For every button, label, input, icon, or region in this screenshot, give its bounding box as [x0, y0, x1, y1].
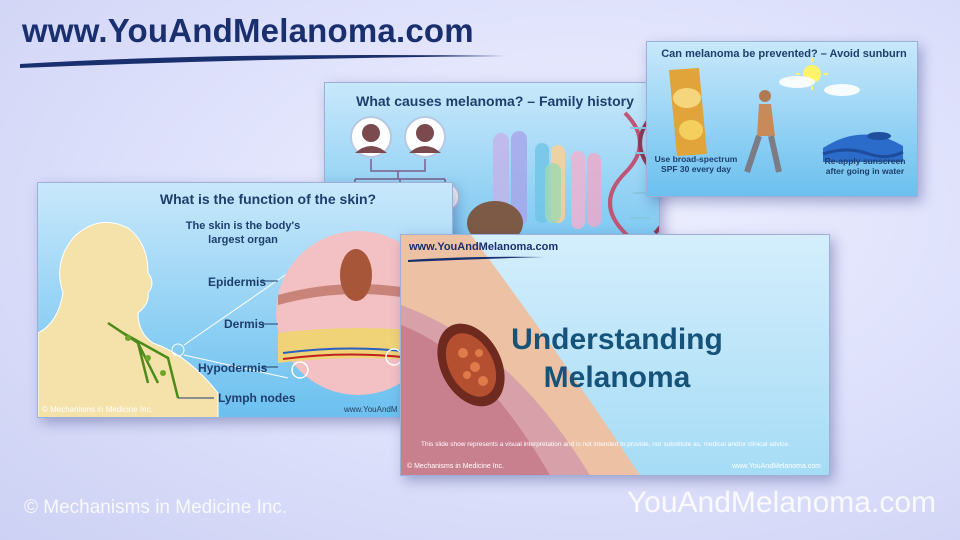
main-site: www.YouAndMelanoma.com [732, 463, 821, 470]
main-title-line1: Understanding [511, 323, 723, 356]
main-url-swoosh [408, 256, 545, 262]
slide-main-title-card[interactable]: www.YouAndMelanoma.com Understanding Mel… [400, 234, 830, 476]
slide-prevention-thumbnail[interactable]: Can melanoma be prevented? – Avoid sunbu… [646, 41, 918, 197]
main-slide-title: Understanding Melanoma [487, 321, 747, 397]
header-url: www.YouAndMelanoma.com [22, 12, 474, 49]
label-hypodermis: Hypodermis [198, 361, 268, 375]
label-dermis: Dermis [224, 317, 265, 331]
skin-site: www.YouAndM [344, 405, 398, 414]
melanoma-cross-section-illustration [401, 235, 640, 475]
skin-copyright: © Mechanisms in Medicine Inc. [42, 405, 153, 414]
main-copyright: © Mechanisms in Medicine Inc. [407, 463, 504, 470]
skin-anatomy-illustration [38, 221, 440, 417]
header-swoosh [20, 55, 506, 68]
site-header: www.YouAndMelanoma.com [20, 12, 506, 68]
slide-causes-title: What causes melanoma? – Family history [356, 93, 634, 109]
main-title-line2: Melanoma [543, 361, 691, 394]
label-epidermis: Epidermis [208, 275, 267, 289]
footer-brand: YouAndMelanoma.com [626, 486, 936, 519]
sun-safety-illustration [669, 58, 904, 173]
slide-skin-subtitle: The skin is the body's largest organ [185, 220, 301, 246]
main-disclaimer: This slide show represents a visual inte… [421, 441, 790, 448]
slide-skin-thumbnail[interactable]: What is the function of the skin? The sk… [37, 182, 453, 418]
slide-skin-title: What is the function of the skin? [159, 191, 377, 207]
caption-spf: Use broad-spectrum SPF 30 every day [654, 154, 738, 174]
label-lymph-nodes: Lymph nodes [218, 391, 296, 405]
main-slide-url: www.YouAndMelanoma.com [409, 241, 559, 253]
caption-reapply: Re-apply sunscreen after going in water [824, 156, 906, 176]
slide-prevention-title: Can melanoma be prevented? – Avoid sunbu… [661, 48, 907, 60]
footer-copyright: © Mechanisms in Medicine Inc. [24, 497, 288, 518]
